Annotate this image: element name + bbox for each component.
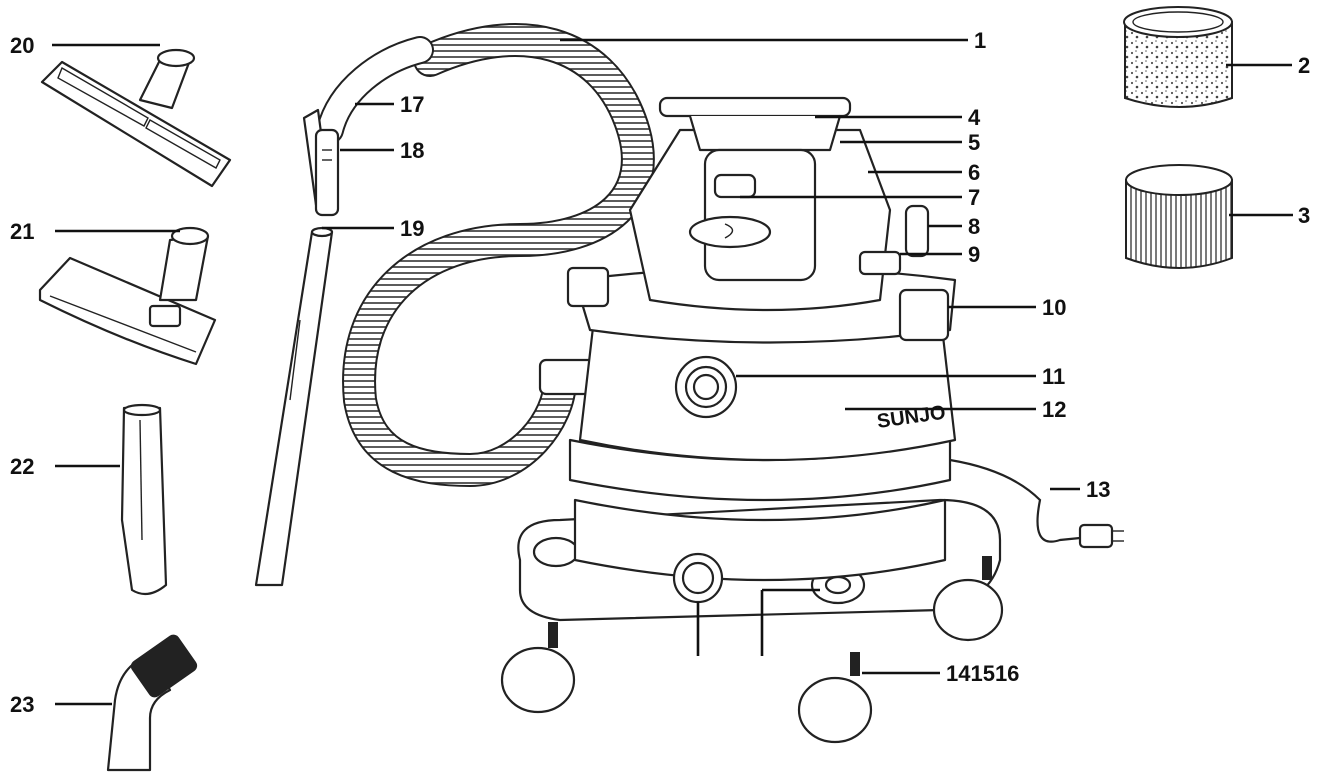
leader-lines (52, 38, 1293, 706)
callout-labels: 1 2 3 4 5 6 7 8 9 10 11 12 13 141516 17 … (10, 28, 1310, 717)
hose (316, 23, 655, 488)
callout-6: 6 (968, 160, 980, 185)
callout-10: 10 (1042, 295, 1066, 320)
logo-emblem (688, 215, 772, 249)
callout-11: 11 (1042, 364, 1065, 389)
carry-handle (658, 96, 852, 118)
callout-18: 18 (400, 138, 424, 163)
power-switch (713, 173, 757, 199)
callout-19: 19 (400, 216, 424, 241)
callout-4: 4 (968, 105, 981, 130)
callout-21: 21 (10, 219, 34, 244)
callout-12: 12 (1042, 397, 1066, 422)
caster-front-left (500, 622, 576, 714)
callout-3: 3 (1298, 203, 1310, 228)
callout-17: 17 (400, 92, 424, 117)
callout-20: 20 (10, 33, 34, 58)
caster-front-center (797, 652, 873, 744)
callout-141516: 141516 (946, 661, 1019, 686)
cartridge-filter (1125, 164, 1233, 269)
curved-handle (302, 108, 340, 217)
cord-hook (904, 204, 930, 258)
callout-23: 23 (10, 692, 34, 717)
floor-nozzle (40, 48, 232, 188)
plug (1078, 523, 1114, 549)
extension-wand (254, 226, 334, 587)
callout-1: 1 (974, 28, 986, 53)
callout-2: 2 (1298, 53, 1310, 78)
vacuum-body: SUNJO (500, 96, 1124, 744)
power-cord (949, 458, 1111, 543)
callout-13: 13 (1086, 477, 1110, 502)
callout-5: 5 (968, 130, 980, 155)
caster-rear-right (932, 556, 1004, 642)
carpet-nozzle (38, 226, 217, 366)
crevice-tool (120, 403, 168, 596)
callout-8: 8 (968, 214, 980, 239)
callout-22: 22 (10, 454, 34, 479)
callout-7: 7 (968, 185, 980, 210)
brush-elbow (106, 634, 198, 772)
foam-filter (1123, 6, 1233, 108)
callout-9: 9 (968, 242, 980, 267)
latch (898, 288, 950, 342)
